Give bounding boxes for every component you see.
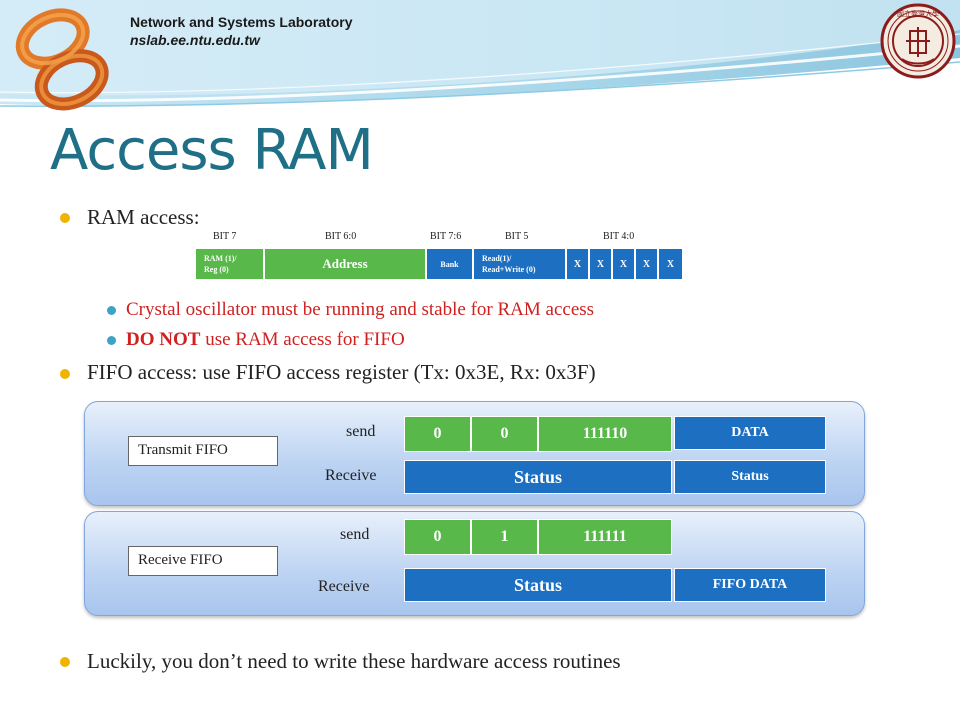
reg-x-cell: X <box>589 248 612 280</box>
receive-send-bit6-value: 1 <box>500 528 509 545</box>
nslab-logo <box>15 8 109 111</box>
reg-ram-reg-line2: Reg (0) <box>204 265 229 274</box>
lab-url: nslab.ee.ntu.edu.tw <box>130 32 260 48</box>
receive-receive-fifo-data: FIFO DATA <box>674 568 826 602</box>
reg-x-cell: X <box>612 248 635 280</box>
reg-rw-cell: Read(1)/ Read+Write (0) <box>473 248 566 280</box>
receive-send-bit7-value: 0 <box>433 528 442 545</box>
receive-receive-label: Receive <box>318 578 370 595</box>
reg-x-cell: X <box>566 248 589 280</box>
bullet-crystal-warning: Crystal oscillator must be running and s… <box>126 299 595 320</box>
receive-receive-fifo-data-label: FIFO DATA <box>712 577 788 592</box>
reg-x-label: X <box>596 258 605 270</box>
bullet-dot <box>60 369 70 379</box>
bit-label-5: BIT 5 <box>505 231 529 242</box>
do-not-emphasis: DO NOT <box>126 329 201 350</box>
transmit-receive-label: Receive <box>325 467 377 484</box>
transmit-send-label: send <box>346 423 376 440</box>
bit-label-7: BIT 7 <box>213 231 237 242</box>
reg-ram-reg-line1: RAM (1)/ <box>204 254 237 263</box>
bullet-dot <box>60 213 70 223</box>
transmit-send-address: 111110 <box>538 416 672 452</box>
receive-receive-status: Status <box>404 568 672 602</box>
reg-x-label: X <box>619 258 628 270</box>
transmit-send-bit7: 0 <box>404 416 471 452</box>
bit-label-6-0: BIT 6:0 <box>325 231 357 242</box>
receive-send-address-value: 111111 <box>583 528 627 545</box>
receive-send-label: send <box>340 526 370 543</box>
bit-label-7-6: BIT 7:6 <box>430 231 462 242</box>
reg-ram-reg-cell: RAM (1)/ Reg (0) <box>195 248 264 280</box>
receive-fifo-label: Receive FIFO <box>128 546 278 576</box>
slide-title: Access RAM <box>50 118 374 183</box>
sub-bullet-dot <box>107 336 116 345</box>
reg-bank-cell: Bank <box>426 248 473 280</box>
transmit-send-address-value: 111110 <box>582 425 628 442</box>
transmit-receive-status-right: Status <box>674 460 826 494</box>
reg-x-label: X <box>666 258 675 270</box>
svg-text:國立臺灣大學: 國立臺灣大學 <box>897 9 939 18</box>
reg-address-label: Address <box>322 256 368 271</box>
transmit-fifo-label: Transmit FIFO <box>128 436 278 466</box>
transmit-send-data: DATA <box>674 416 826 450</box>
transmit-send-bit7-value: 0 <box>433 425 442 442</box>
receive-send-bit6: 1 <box>471 519 538 555</box>
reg-x-cell: X <box>658 248 683 280</box>
sub-bullet-dot <box>107 306 116 315</box>
reg-address-cell: Address <box>264 248 426 280</box>
reg-rw-line1: Read(1)/ <box>482 254 512 263</box>
reg-bank-label: Bank <box>440 259 459 269</box>
bullet-luckily: Luckily, you don’t need to write these h… <box>87 649 621 673</box>
receive-receive-status-label: Status <box>513 574 562 595</box>
receive-send-address: 111111 <box>538 519 672 555</box>
transmit-receive-status-right-label: Status <box>731 469 769 484</box>
reg-x-label: X <box>642 258 651 270</box>
reg-rw-line2: Read+Write (0) <box>482 265 536 274</box>
transmit-send-data-label: DATA <box>731 425 769 440</box>
transmit-receive-status-label: Status <box>513 466 562 487</box>
bit-label-4-0: BIT 4:0 <box>603 231 635 242</box>
header-swoosh <box>0 0 960 107</box>
bullet-dot <box>60 657 70 667</box>
transmit-receive-status: Status <box>404 460 672 494</box>
bullet-fifo-access: FIFO access: use FIFO access register (T… <box>87 360 596 384</box>
transmit-send-bit6-value: 0 <box>500 425 509 442</box>
do-not-rest: use RAM access for FIFO <box>200 329 405 350</box>
transmit-send-bit6: 0 <box>471 416 538 452</box>
reg-x-label: X <box>573 258 582 270</box>
lab-name: Network and Systems Laboratory <box>130 14 353 30</box>
receive-send-bit7: 0 <box>404 519 471 555</box>
bullet-do-not-fifo: DO NOT use RAM access for FIFO <box>126 329 405 351</box>
ntu-seal: 國立臺灣大學 <box>880 3 956 79</box>
bullet-ram-access: RAM access: <box>87 205 200 229</box>
reg-x-cell: X <box>635 248 658 280</box>
